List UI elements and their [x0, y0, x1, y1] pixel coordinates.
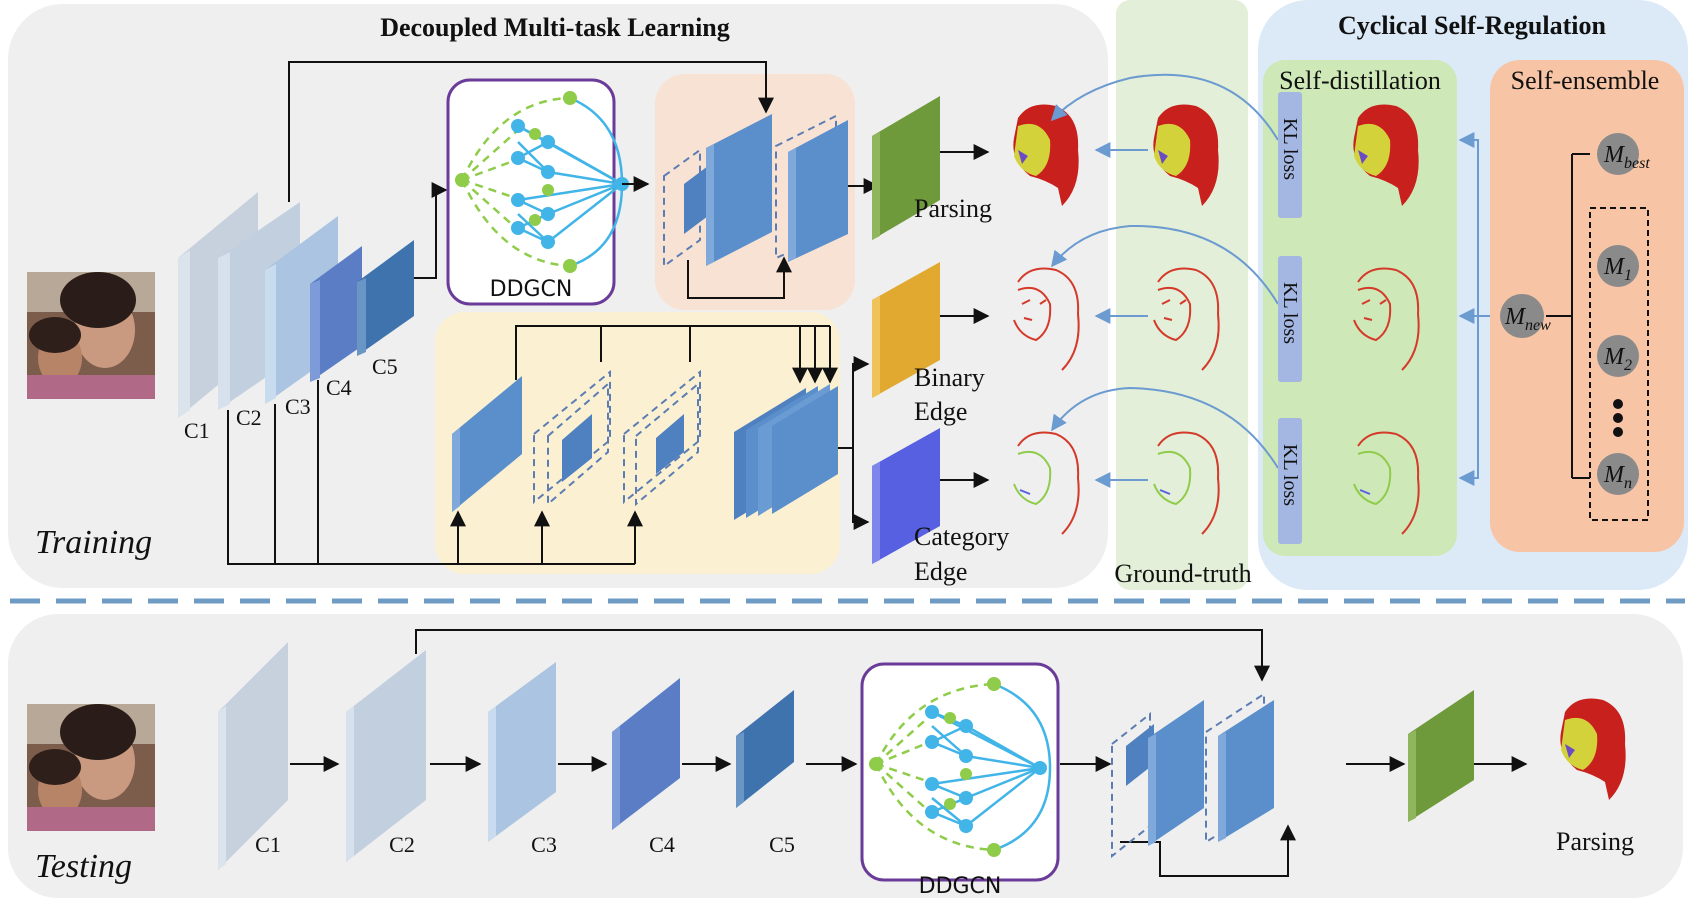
training-ddgcn-label: DDGCN	[490, 277, 573, 302]
training-section-title: Decoupled Multi-task Learning	[380, 13, 730, 42]
gt-arrows	[1050, 73, 1490, 488]
training-c3-label: C3	[285, 394, 311, 419]
ensemble-structure	[1546, 153, 1649, 521]
training-c1-label: C1	[184, 418, 210, 443]
ground-truth-panel	[1116, 0, 1248, 590]
training-input-photo	[27, 272, 155, 399]
distill-parsing-face	[1353, 104, 1419, 206]
training-output-maps	[872, 96, 940, 564]
kl-loss-boxes	[1278, 92, 1302, 544]
testing-ddgcn-label: DDGCN	[919, 874, 1002, 899]
self-ensemble-panel	[1490, 60, 1684, 552]
testing-c4-label: C4	[649, 832, 675, 857]
parsing-output-label: Parsing	[914, 194, 992, 223]
training-backbone	[178, 192, 414, 418]
ground-truth-title: Ground-truth	[1114, 559, 1251, 588]
training-c5-label: C5	[372, 354, 398, 379]
training-c4-label: C4	[326, 375, 352, 400]
pred-parsing-face	[1013, 104, 1079, 206]
test-parsing-label: Parsing	[1556, 827, 1634, 856]
m-2-label: M2	[1603, 344, 1632, 374]
m-new-label: Mnew	[1504, 304, 1551, 334]
testing-c5-label: C5	[769, 832, 795, 857]
distill-binary-edge-face	[1353, 267, 1420, 371]
training-fusion-maps	[663, 114, 848, 268]
ensemble-nodes	[1500, 133, 1639, 495]
kl-loss-label-2: KL loss	[1279, 282, 1301, 344]
distill-category-edge-face	[1353, 431, 1420, 535]
self-ensemble-title: Self-ensemble	[1511, 66, 1660, 95]
self-distillation-title: Self-distillation	[1279, 66, 1441, 95]
training-phase-label: Training	[35, 524, 152, 561]
training-connections	[227, 61, 990, 565]
testing-input-photo	[27, 704, 155, 831]
testing-connections	[290, 629, 1528, 877]
training-edge-maps	[452, 369, 838, 520]
testing-c3-label: C3	[531, 832, 557, 857]
m-best-label: Mbest	[1603, 142, 1650, 172]
kl-loss-label-3: KL loss	[1279, 444, 1301, 506]
gt-binary-edge-face	[1153, 267, 1220, 371]
testing-fusion-maps	[1111, 692, 1274, 859]
training-ddgcn-module	[446, 78, 650, 306]
category-edge-label-1: Category	[914, 522, 1009, 551]
m-1-label: M1	[1603, 254, 1632, 284]
testing-backbone	[218, 642, 794, 870]
testing-c2-label: C2	[389, 832, 415, 857]
testing-output-map	[1408, 690, 1474, 822]
gt-parsing-face	[1153, 104, 1219, 206]
kl-loss-label-1: KL loss	[1279, 118, 1301, 180]
category-edge-label-2: Edge	[914, 557, 967, 586]
testing-phase-label: Testing	[35, 848, 132, 885]
pred-category-edge-face	[1013, 431, 1080, 535]
ensemble-ellipsis-dots	[1613, 399, 1623, 437]
pred-binary-edge-face	[1013, 267, 1080, 371]
m-n-label: Mn	[1603, 462, 1632, 492]
regulation-section-title: Cyclical Self-Regulation	[1338, 11, 1606, 40]
testing-c1-label: C1	[255, 832, 281, 857]
binary-edge-label-2: Edge	[914, 397, 967, 426]
test-parsing-face	[1560, 698, 1626, 800]
testing-ddgcn-module	[860, 662, 1060, 882]
gt-category-edge-face	[1153, 431, 1220, 535]
training-c2-label: C2	[236, 405, 262, 430]
binary-edge-label-1: Binary	[914, 363, 985, 392]
